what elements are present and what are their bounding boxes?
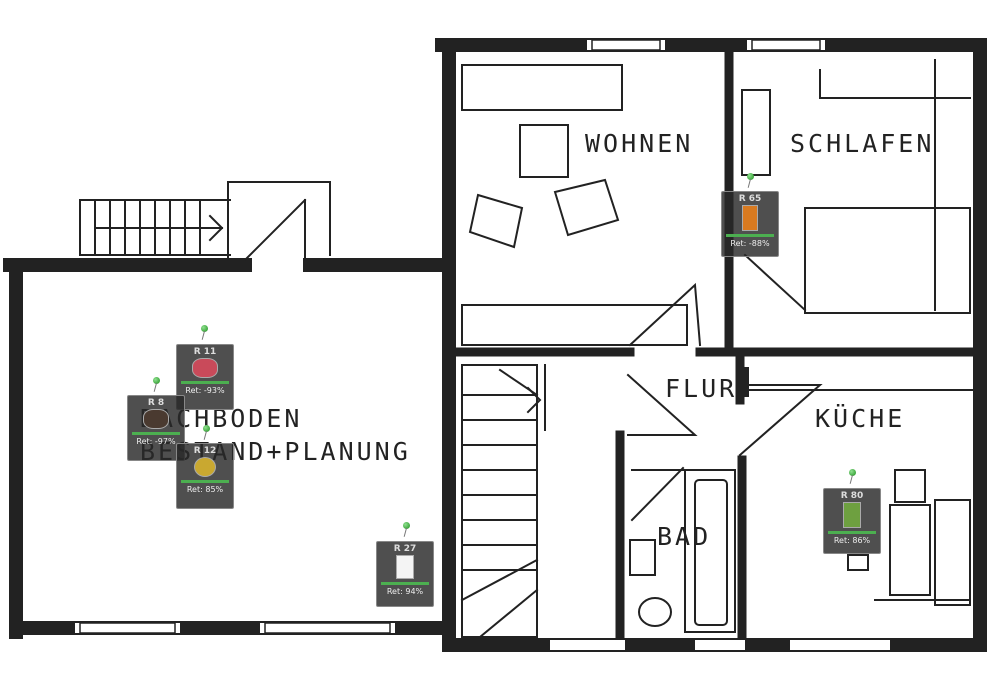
marker-title: R 11 <box>193 347 217 357</box>
marker-title: R 8 <box>147 398 165 408</box>
thumbnail-image <box>742 205 758 231</box>
pin-icon[interactable] <box>198 325 210 341</box>
relevance-bar <box>181 381 229 384</box>
room-label-schlafen: SCHLAFEN <box>790 129 934 158</box>
thumbnail-image <box>143 409 169 429</box>
relevance-bar <box>181 480 229 483</box>
marker-ret: Ret: 86% <box>833 536 871 545</box>
marker-title: R 27 <box>393 544 417 554</box>
marker-r65[interactable]: R 65 Ret: -88% <box>721 191 779 257</box>
room-label-bad: BAD <box>657 522 711 551</box>
pin-icon[interactable] <box>150 377 162 393</box>
room-label-wohnen: WOHNEN <box>585 129 693 158</box>
marker-ret: Ret: -88% <box>730 239 770 248</box>
marker-r12[interactable]: R 12 Ret: 85% <box>176 443 234 509</box>
thumbnail-image <box>194 457 216 477</box>
marker-r8[interactable]: R 8 Ret: -97% <box>127 395 185 461</box>
marker-title: R 80 <box>840 491 864 501</box>
marker-ret: Ret: -97% <box>136 437 176 446</box>
pin-icon[interactable] <box>200 425 212 441</box>
furniture-kueche <box>749 389 976 606</box>
relevance-bar <box>726 234 774 237</box>
relevance-bar <box>828 531 876 534</box>
marker-title: R 65 <box>738 194 762 204</box>
thumbnail-image <box>843 502 861 528</box>
room-label-kueche: KÜCHE <box>815 404 905 433</box>
marker-ret: Ret: 94% <box>386 587 424 596</box>
furniture-bad <box>629 466 736 633</box>
relevance-bar <box>132 432 180 435</box>
pin-icon[interactable] <box>400 522 412 538</box>
pin-icon[interactable] <box>846 469 858 485</box>
thumbnail-image <box>192 358 218 378</box>
marker-r27[interactable]: R 27 Ret: 94% <box>376 541 434 607</box>
pin-icon[interactable] <box>744 173 756 189</box>
marker-ret: Ret: -93% <box>185 386 225 395</box>
stairs-outside <box>79 181 331 266</box>
room-label-flur: FLUR <box>665 374 737 403</box>
furniture-wohnen <box>461 64 688 346</box>
marker-r11[interactable]: R 11 Ret: -93% <box>176 344 234 410</box>
marker-ret: Ret: 85% <box>186 485 224 494</box>
relevance-bar <box>381 582 429 585</box>
marker-r80[interactable]: R 80 Ret: 86% <box>823 488 881 554</box>
thumbnail-image <box>396 555 414 579</box>
furniture-schlafen <box>741 59 971 314</box>
door-swings <box>626 282 823 457</box>
stairs-inside <box>460 364 546 639</box>
marker-title: R 12 <box>193 446 217 456</box>
